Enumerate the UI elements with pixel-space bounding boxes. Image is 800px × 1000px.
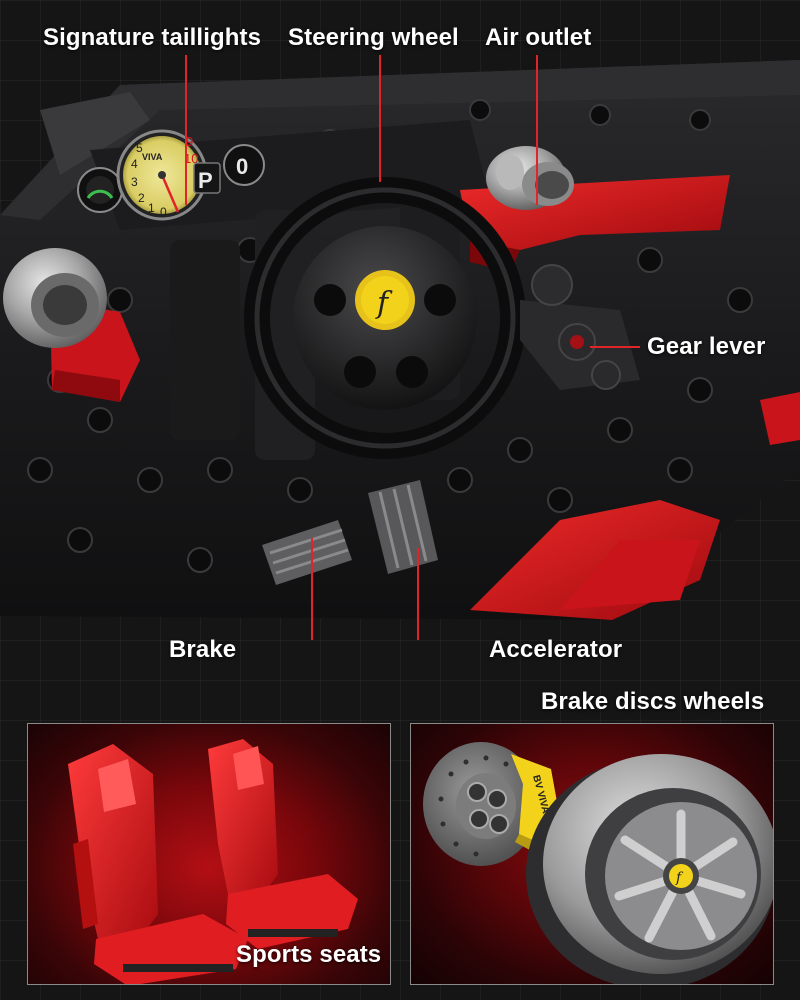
cockpit-image: VIVA 5 4 3 2 1 0 9 10 P 0 [0,55,800,640]
signature-taillights-label: Signature taillights [43,24,262,51]
brake-discs-wheels-label: Brake discs wheels [541,688,765,715]
gear-lever-label: Gear lever [647,333,766,360]
brake-discs-wheels-panel: BV VIVA f [410,723,774,985]
brake-disc-wheel-icon: BV VIVA f [423,742,773,984]
tachometer-icon: VIVA 5 4 3 2 1 0 9 10 [116,129,208,221]
svg-text:9: 9 [186,134,193,149]
steering-wheel-icon: f [244,177,526,459]
gauge-brand: VIVA [142,152,163,162]
gear-lever-icon [520,264,640,390]
sports-seats-icon [68,739,358,984]
sports-seats-label: Sports seats [236,941,382,968]
speed-display: 0 [223,144,265,186]
brake-label: Brake [169,636,237,663]
accelerator-pedal-icon [368,480,438,574]
svg-text:2: 2 [138,191,145,205]
wheel-rim-icon: f [526,754,773,984]
svg-text:10: 10 [184,151,198,166]
sports-seats-panel: Sports seats [27,723,391,985]
left-air-outlet-icon [3,248,140,402]
right-air-outlet-icon [460,146,730,272]
left-gauge-icon [77,167,123,213]
gear-indicator-display: P [193,162,221,194]
steering-wheel-label: Steering wheel [288,24,459,51]
accelerator-label: Accelerator [489,636,623,663]
svg-text:0: 0 [236,154,248,179]
svg-text:f: f [675,870,684,886]
brake-pedal-icon [262,520,352,585]
svg-text:0: 0 [160,205,167,219]
svg-text:P: P [198,168,213,193]
svg-text:5: 5 [136,141,143,155]
brake-disc-icon [423,742,539,866]
svg-text:4: 4 [131,157,138,171]
air-outlet-label: Air outlet [485,24,592,51]
svg-text:1: 1 [148,201,155,215]
svg-text:3: 3 [131,175,138,189]
